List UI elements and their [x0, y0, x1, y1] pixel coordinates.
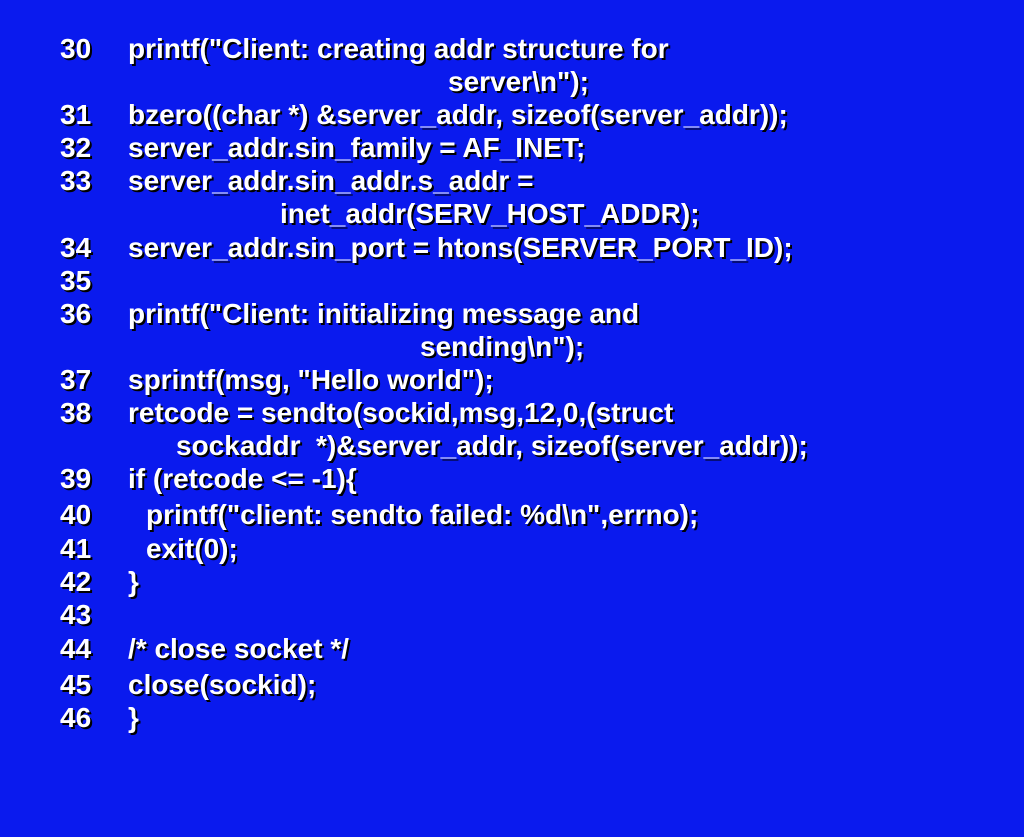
line-number: 43: [60, 599, 92, 630]
code-line-36: 36 printf("Client: initializing message …: [0, 297, 1024, 331]
code-text: }: [128, 702, 139, 733]
line-number: 32: [60, 132, 92, 163]
code-text: sending\n");: [420, 331, 585, 362]
line-number: 44: [60, 633, 92, 664]
code-text: server_addr.sin_family = AF_INET;: [128, 132, 586, 163]
code-text: inet_addr(SERV_HOST_ADDR);: [280, 198, 700, 229]
code-line-41: 41 exit(0);: [0, 532, 1024, 566]
code-text: /* close socket */: [128, 633, 350, 664]
code-line-43: 43: [0, 598, 1024, 632]
line-number: 46: [60, 702, 92, 733]
code-text: exit(0);: [146, 533, 238, 564]
code-line-38-cont: sockaddr *)&server_addr, sizeof(server_a…: [0, 429, 1024, 463]
code-line-30-cont: server\n");: [0, 65, 1024, 99]
line-number: 36: [60, 298, 92, 329]
code-line-37: 37 sprintf(msg, "Hello world");: [0, 363, 1024, 397]
line-number: 35: [60, 265, 92, 296]
code-text: printf("Client: creating addr structure …: [128, 33, 669, 64]
code-text: server_addr.sin_port = htons(SERVER_PORT…: [128, 232, 793, 263]
line-number: 30: [60, 33, 92, 64]
code-text: sprintf(msg, "Hello world");: [128, 364, 494, 395]
code-text: close(sockid);: [128, 669, 317, 700]
code-line-44: 44 /* close socket */: [0, 632, 1024, 666]
code-line-32: 32 server_addr.sin_family = AF_INET;: [0, 131, 1024, 165]
code-line-40: 40 printf("client: sendto failed: %d\n",…: [0, 498, 1024, 532]
code-line-34: 34 server_addr.sin_port = htons(SERVER_P…: [0, 231, 1024, 265]
code-line-30: 30 printf("Client: creating addr structu…: [0, 32, 1024, 66]
line-number: 38: [60, 397, 92, 428]
line-number: 33: [60, 165, 92, 196]
code-slide: 30 printf("Client: creating addr structu…: [0, 32, 1024, 735]
line-number: 34: [60, 232, 92, 263]
code-line-46: 46 }: [0, 701, 1024, 735]
code-text: server\n");: [448, 66, 589, 97]
code-line-36-cont: sending\n");: [0, 330, 1024, 364]
code-text: server_addr.sin_addr.s_addr =: [128, 165, 534, 196]
line-number: 41: [60, 533, 92, 564]
code-line-31: 31 bzero((char *) &server_addr, sizeof(s…: [0, 98, 1024, 132]
code-line-38: 38 retcode = sendto(sockid,msg,12,0,(str…: [0, 396, 1024, 430]
code-text: sockaddr *)&server_addr, sizeof(server_a…: [176, 430, 808, 461]
code-text: if (retcode <= -1){: [128, 463, 357, 494]
line-number: 31: [60, 99, 92, 130]
code-text: printf("Client: initializing message and: [128, 298, 640, 329]
code-line-39: 39 if (retcode <= -1){: [0, 462, 1024, 496]
code-text: bzero((char *) &server_addr, sizeof(serv…: [128, 99, 788, 130]
line-number: 39: [60, 463, 92, 494]
code-text: printf("client: sendto failed: %d\n",err…: [146, 499, 699, 530]
line-number: 40: [60, 499, 92, 530]
code-line-33: 33 server_addr.sin_addr.s_addr =: [0, 164, 1024, 198]
code-line-45: 45 close(sockid);: [0, 668, 1024, 702]
code-line-35: 35: [0, 264, 1024, 298]
line-number: 37: [60, 364, 92, 395]
code-line-33-cont: inet_addr(SERV_HOST_ADDR);: [0, 197, 1024, 231]
line-number: 42: [60, 566, 92, 597]
code-text: }: [128, 566, 139, 597]
code-line-42: 42 }: [0, 565, 1024, 599]
code-text: retcode = sendto(sockid,msg,12,0,(struct: [128, 397, 674, 428]
line-number: 45: [60, 669, 92, 700]
